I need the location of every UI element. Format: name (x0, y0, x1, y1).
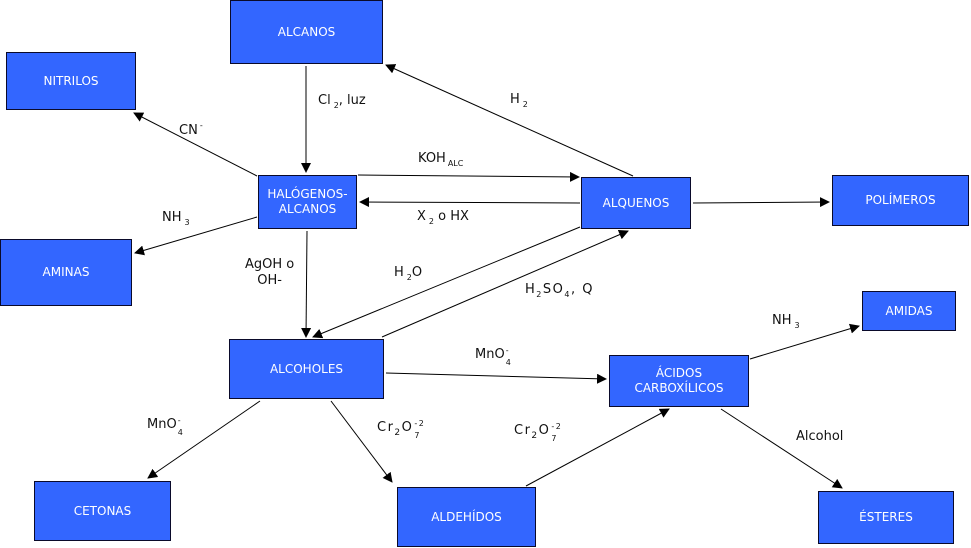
label-text: MnO (475, 347, 505, 362)
label-text: SO (542, 282, 565, 297)
arrow-alcoholes-to-alquenos (381, 229, 629, 338)
node-aldehidos[interactable]: ALDEHÍDOS (397, 487, 536, 547)
label-text: O (401, 420, 414, 435)
label-superscript: - (177, 416, 181, 425)
label-text: , luz (338, 93, 366, 108)
node-nitrilos[interactable]: NITRILOS (6, 52, 136, 110)
label-text: H (394, 265, 404, 280)
label-text: KOH (418, 151, 446, 166)
label-superscript: - (199, 121, 203, 130)
label-cn: CN- (179, 118, 203, 138)
label-text: Cl (318, 93, 331, 108)
arrow-acidos-to-amidas (749, 323, 860, 360)
node-alquenos[interactable]: ALQUENOS (581, 177, 691, 229)
arrow-alcoholes-to-cetonas (147, 400, 261, 479)
label-text: MnO (147, 417, 177, 432)
label-subscript: 2 (428, 217, 434, 226)
node-alcoholes[interactable]: ALCOHOLES (229, 339, 384, 399)
label-text: o HX (434, 209, 469, 224)
label-text: Cr (514, 423, 532, 438)
arrow-acidos-to-esteres (720, 408, 843, 489)
label-subscript: 2 (394, 428, 402, 438)
label-subscript: 7 (414, 431, 421, 440)
label-subscript: 7 (551, 434, 558, 443)
label-text: O (538, 423, 551, 438)
label-subscript: 4 (505, 358, 511, 367)
label-superscript: - (505, 346, 509, 355)
node-aminas[interactable]: AMINAS (0, 239, 132, 306)
arrow-alquenos-to-halogenos (359, 197, 581, 208)
label-subscript: 2 (531, 431, 539, 441)
label-alcohol: Alcohol (796, 429, 843, 444)
label-text: H (510, 92, 520, 107)
node-halogenos-alcanos[interactable]: HALÓGENOS- ALCANOS (258, 175, 357, 229)
label-subscript: ALC (447, 159, 464, 168)
label-superscript: -2 (551, 422, 563, 431)
label-subscript: 2 (333, 101, 339, 110)
node-acidos-carboxilicos[interactable]: ÁCIDOS CARBOXÍLICOS (609, 355, 749, 407)
label-text: NH (162, 210, 182, 225)
label-mno4-cetonas: MnO- 4 (147, 416, 185, 437)
label-text: AgOH o (245, 257, 295, 272)
label-text: CN (179, 123, 198, 138)
label-subscript: 4 (564, 290, 571, 299)
label-subscript: 4 (177, 428, 183, 437)
label-text: X (417, 209, 426, 224)
label-cr2o7-aldehidos: Cr2O-2 7 (377, 419, 427, 441)
arrow-alquenos-to-alcoholes (312, 226, 581, 339)
node-alcanos[interactable]: ALCANOS (230, 0, 383, 64)
label-text: NH (772, 313, 792, 328)
arrow-halogenos-to-alcoholes (301, 230, 312, 338)
label-subscript: 3 (794, 321, 800, 330)
label-subscript: 2 (406, 273, 412, 282)
label-subscript: 2 (536, 290, 543, 299)
label-text: , Q (570, 282, 594, 297)
arrow-alcoholes-to-acidos (385, 372, 607, 384)
node-esteres[interactable]: ÉSTERES (818, 491, 954, 544)
arrow-halogenos-to-nitrilos (133, 112, 258, 177)
node-cetonas[interactable]: CETONAS (34, 481, 171, 541)
node-polimeros[interactable]: POLÍMEROS (832, 175, 969, 226)
arrow-halogenos-to-aminas (134, 216, 258, 256)
node-amidas[interactable]: AMIDAS (862, 291, 956, 331)
label-text: Alcohol (796, 429, 844, 444)
label-agoh: AgOH o OH- (245, 257, 294, 289)
label-text: OH- (257, 273, 282, 288)
label-cr2o7-acidos: Cr2O-2 7 (514, 422, 564, 444)
label-text: H (525, 282, 537, 297)
label-text: Cr (377, 420, 395, 435)
label-superscript: -2 (414, 419, 426, 428)
label-subscript: 2 (522, 100, 528, 109)
arrow-alcoholes-to-aldehidos (330, 400, 393, 483)
label-subscript: 3 (184, 218, 190, 227)
arrow-alquenos-to-alcanos (385, 64, 634, 177)
label-text: O (411, 265, 423, 280)
arrow-aldehidos-to-acidos (525, 408, 670, 487)
arrow-alquenos-to-polimeros (692, 197, 830, 208)
arrow-halogenos-to-alquenos (357, 171, 580, 182)
label-h2so4-q: H2SO4, Q (525, 282, 594, 302)
label-mno4-acidos: MnO- 4 (475, 346, 513, 367)
